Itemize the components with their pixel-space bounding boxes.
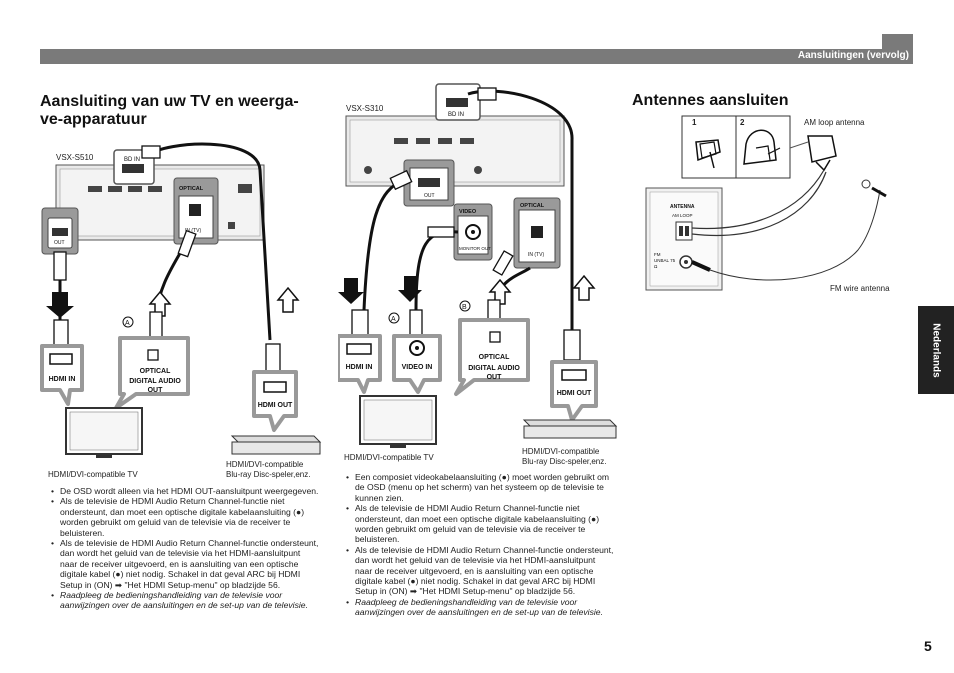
d2-marker-b: B [462, 304, 467, 311]
am-loop-antenna-label: AM loop antenna [804, 118, 865, 127]
d1-marker-a: A [125, 320, 130, 327]
section-title-tv-line2: ve-apparatuur [40, 111, 147, 128]
section-title-tv: Aansluiting van uw TV en weerga- ve-appa… [40, 93, 320, 129]
d2-hdmi-in-label: HDMI IN [345, 364, 373, 371]
notes-left: De OSD wordt alleen via het HDMI OUT-aan… [49, 486, 319, 611]
diagram-antenna: 1 2 AM loop antenna FM wire antenna ANTE… [640, 112, 910, 302]
note-left-1: De OSD wordt alleen via het HDMI OUT-aan… [49, 486, 319, 497]
note-left-3: Als de televisie de HDMI Audio Return Ch… [49, 538, 319, 590]
diagram-vsx-s510: BD IN OUT OPTICAL IN (TV) A [38, 140, 323, 485]
d2-tv-caption: HDMI/DVI-compatible TV [344, 453, 434, 462]
d1-tv-caption: HDMI/DVI-compatible TV [48, 470, 138, 479]
d2-out-label: OUT [424, 193, 435, 199]
diagram-vsx-s510-svg: BD IN OUT OPTICAL IN (TV) A [40, 142, 322, 458]
d1-digital-audio-out-label: DIGITAL AUDIO OUT [129, 378, 181, 394]
d2-digital-audio-out-label: DIGITAL AUDIO OUT [468, 365, 520, 381]
diagram-antenna-svg [645, 115, 887, 291]
d2-player-caption-2: Blu-ray Disc-speler,enz. [522, 457, 607, 466]
panel-am-loop-label: AM LOOP [672, 213, 693, 218]
antenna-step-1: 1 [692, 118, 697, 127]
d1-out-label: OUT [54, 240, 65, 246]
note-right-4: Raadpleeg de bedieningshandleiding van d… [344, 597, 614, 618]
section-title-antenna: Antennes aansluiten [632, 92, 789, 109]
panel-fm-label: FM UNBAL 75 Ω [654, 252, 676, 269]
note-left-4: Raadpleeg de bedieningshandleiding van d… [49, 590, 319, 611]
d2-player-caption-1: HDMI/DVI-compatible [522, 447, 600, 456]
d1-optical-label: OPTICAL [179, 186, 204, 192]
d1-model-label: VSX-S510 [56, 153, 94, 162]
header-bar [40, 49, 913, 64]
header-corner-block [882, 34, 913, 49]
antenna-step-2: 2 [740, 118, 745, 127]
note-right-2: Als de televisie de HDMI Audio Return Ch… [344, 503, 614, 545]
language-side-tab: Nederlands [918, 306, 954, 394]
fm-wire-antenna-label: FM wire antenna [830, 284, 890, 293]
note-right-1: Een composiet videokabelaansluiting (●) … [344, 472, 614, 503]
d1-player-caption-1: HDMI/DVI-compatible [226, 460, 304, 469]
d1-hdmi-in-label: HDMI IN [48, 376, 76, 383]
d1-in-tv-label: IN (TV) [185, 228, 201, 234]
note-right-3: Als de televisie de HDMI Audio Return Ch… [344, 545, 614, 597]
d1-bd-in-label: BD IN [124, 157, 140, 163]
d2-bd-in-label: BD IN [448, 112, 464, 118]
d2-monitor-out-label: MONITOR OUT [459, 246, 491, 251]
language-side-tab-label: Nederlands [930, 322, 942, 378]
d2-marker-a: A [391, 316, 396, 323]
header-section-title: Aansluitingen (vervolg) [797, 50, 909, 61]
d2-hdmi-out-label: HDMI OUT [556, 390, 592, 397]
d2-optical-out-label: OPTICAL [478, 354, 510, 361]
d2-video-in-label: VIDEO IN [401, 364, 433, 371]
d2-in-tv-label: IN (TV) [528, 252, 544, 258]
note-left-2: Als de televisie de HDMI Audio Return Ch… [49, 496, 319, 538]
d2-video-label: VIDEO [459, 209, 477, 215]
diagram-vsx-s310-svg: BD IN OUT VIDEO MONITOR OUT OPTICAL IN (… [336, 83, 618, 448]
d1-hdmi-out-label: HDMI OUT [257, 402, 293, 409]
page-number: 5 [924, 638, 932, 654]
d1-player-caption-2: Blu-ray Disc-speler,enz. [226, 470, 311, 479]
d2-model-label: VSX-S310 [346, 104, 384, 113]
notes-right: Een composiet videokabelaansluiting (●) … [344, 472, 614, 618]
d2-optical-label: OPTICAL [520, 203, 545, 209]
d1-optical-out-label: OPTICAL [139, 368, 171, 375]
section-title-tv-line1: Aansluiting van uw TV en weerga- [40, 93, 299, 110]
panel-antenna-label: ANTENNA [670, 204, 695, 210]
diagram-vsx-s310: BD IN OUT VIDEO MONITOR OUT OPTICAL IN (… [336, 80, 623, 470]
